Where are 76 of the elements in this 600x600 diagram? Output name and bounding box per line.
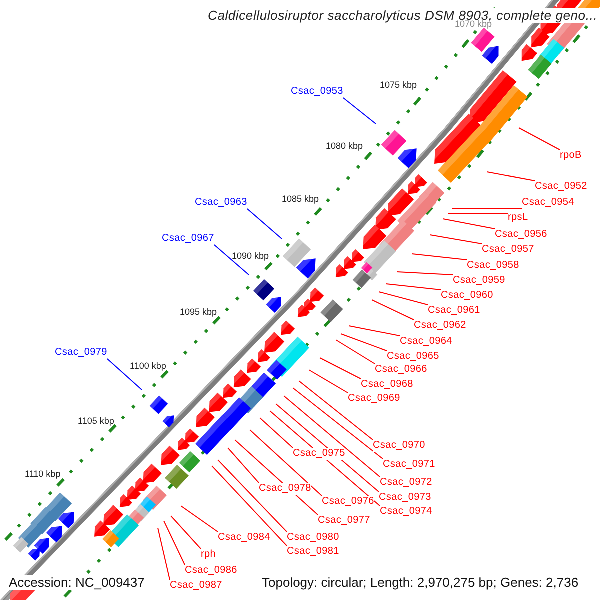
- leader-line: [292, 388, 384, 460]
- gene-label: rpsL: [508, 212, 528, 224]
- leader-line: [518, 128, 560, 150]
- gene-label: Csac_0986: [185, 565, 238, 577]
- gene-label: Csac_0961: [428, 305, 480, 317]
- gene-label: Csac_0965: [387, 351, 440, 363]
- leader-line: [412, 254, 468, 260]
- gene-label: Csac_0963: [195, 197, 248, 209]
- leader-line: [308, 370, 348, 394]
- gene-label: Csac_0974: [380, 506, 432, 518]
- gene-label: Csac_0971: [383, 459, 436, 471]
- gene-label: Csac_0960: [441, 290, 494, 302]
- scale-label: 1095 kbp: [180, 307, 218, 318]
- scale-label: 1110 kbp: [25, 469, 61, 480]
- scale-label: 1105 kbp: [78, 416, 114, 427]
- leader-line: [164, 520, 186, 566]
- leader-line: [214, 244, 250, 276]
- leader-line: [260, 418, 294, 448]
- gene-label: Csac_0978: [259, 483, 312, 495]
- leader-line: [430, 234, 482, 244]
- leader-line: [320, 358, 362, 380]
- gene-label: Csac_0969: [348, 393, 400, 405]
- leader-line: [378, 292, 428, 306]
- gene-label: Csac_0970: [373, 440, 426, 452]
- leader-line: [218, 460, 288, 532]
- gene-label: Csac_0980: [287, 532, 340, 544]
- gene-label: Csac_0981: [287, 546, 340, 558]
- gene-label: rpoB: [560, 150, 582, 162]
- gene-label: Csac_0954: [522, 197, 574, 209]
- leader-line: [396, 272, 454, 276]
- leader-line: [342, 98, 376, 124]
- leader-line: [486, 172, 536, 182]
- leader-line: [228, 448, 260, 484]
- scale-label: 1090 kbp: [232, 251, 270, 262]
- gene-label: Csac_0972: [380, 477, 432, 489]
- leader-line: [212, 466, 288, 546]
- gene-label: Csac_0967: [162, 233, 214, 245]
- leader-line: [452, 208, 522, 210]
- gene-label: Csac_0956: [495, 229, 548, 241]
- gene-label: Csac_0953: [291, 86, 344, 98]
- leader-line: [246, 208, 282, 240]
- gene-label: Csac_0979: [55, 347, 108, 359]
- leader-line: [276, 404, 380, 492]
- leader-line: [158, 528, 170, 580]
- scale-label: 1085 kbp: [282, 194, 320, 205]
- leader-line: [336, 340, 376, 364]
- gene-label: Csac_0964: [400, 336, 452, 348]
- leader-line: [340, 334, 388, 352]
- gene-label: Csac_0952: [535, 181, 588, 193]
- leader-line: [372, 300, 414, 320]
- leader-line: [442, 218, 496, 230]
- gene-label: Csac_0973: [379, 492, 432, 504]
- gene-label: Csac_0959: [453, 275, 506, 287]
- scale-label: 1075 kbp: [380, 80, 418, 91]
- leader-line: [170, 516, 202, 550]
- leader-line: [180, 506, 218, 532]
- gene-label: Csac_0977: [318, 515, 370, 527]
- gene-label: Csac_0984: [218, 532, 270, 544]
- gene-label: rph: [201, 549, 216, 561]
- leader-line: [348, 326, 400, 336]
- leader-line: [298, 380, 374, 440]
- gene-label: Csac_0975: [293, 448, 346, 460]
- gene-label: Csac_0957: [482, 244, 534, 256]
- leader-line: [284, 396, 380, 478]
- footer-text: Topology: circular; Length: 2,970,275 bp; Genes: 2,736: [262, 575, 579, 590]
- leader-line: [250, 430, 322, 496]
- gene-label: Csac_0968: [361, 379, 414, 391]
- gene-label: Csac_0962: [414, 320, 466, 332]
- gene-label: Csac_0987: [170, 580, 222, 592]
- scale-label: 1100 kbp: [130, 361, 166, 372]
- gene-label: Csac_0958: [467, 260, 520, 272]
- leader-line: [386, 284, 442, 290]
- scale-label: 1080 kbp: [326, 141, 364, 152]
- leader-line: [106, 358, 142, 390]
- gene-label: Csac_0966: [375, 364, 428, 376]
- gene-label: Csac_0976: [322, 496, 374, 508]
